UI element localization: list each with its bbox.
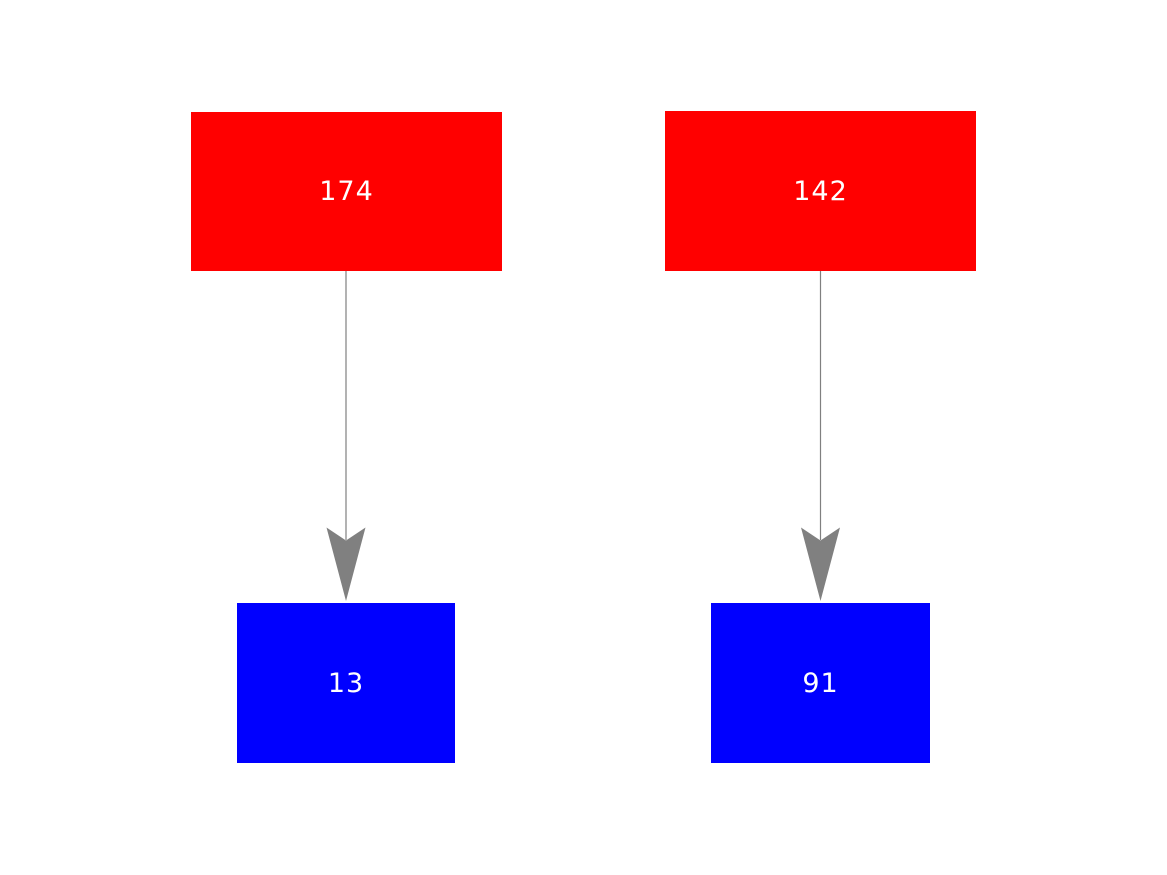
edge-left [326, 271, 366, 601]
node-target-left: 13 [237, 603, 455, 763]
node-source-right: 142 [665, 111, 976, 271]
arrowhead-down-icon [326, 527, 366, 601]
arrowhead-down-icon [801, 527, 840, 601]
node-target-right: 91 [711, 603, 930, 763]
node-label: 91 [802, 667, 839, 699]
node-label: 174 [319, 176, 374, 207]
node-source-left: 174 [191, 112, 502, 271]
node-label: 142 [793, 175, 848, 207]
edge-right [801, 271, 840, 601]
node-label: 13 [327, 667, 365, 699]
